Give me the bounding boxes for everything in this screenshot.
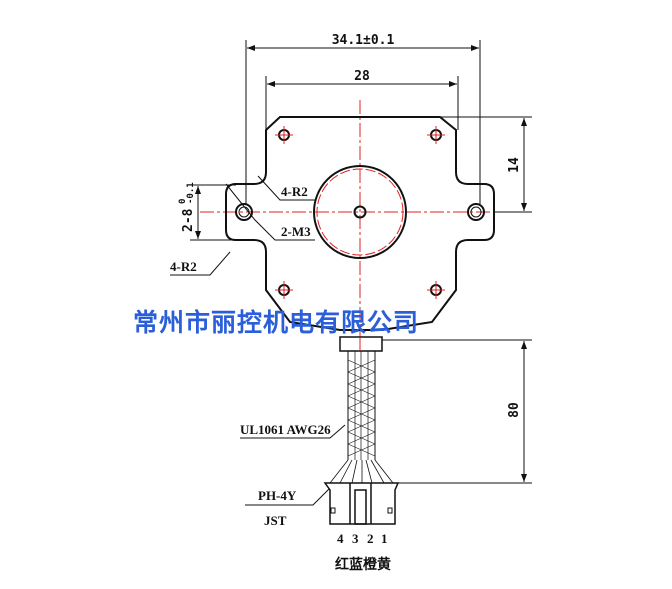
note-radius-bottom: 4-R2 xyxy=(170,259,197,274)
pin-number: 2 xyxy=(367,531,374,546)
pin-number: 4 xyxy=(337,531,344,546)
hole-crosshairs xyxy=(275,126,445,299)
connector-model-label: PH-4Y xyxy=(258,488,297,503)
dim-ear-tol-lower: -0.1 xyxy=(186,182,196,204)
dim-lead-length: 80 xyxy=(507,402,522,418)
connector-ph-4y xyxy=(323,482,400,525)
lead-wires xyxy=(329,336,394,484)
dim-ear-tol-upper: 0 xyxy=(178,199,188,204)
dimension-lines xyxy=(170,40,532,506)
pin-number: 3 xyxy=(352,531,359,546)
dim-ear-width: 2-8 xyxy=(181,208,196,232)
wire-colors-label: 红蓝橙黄 xyxy=(335,556,391,573)
note-radius-top: 4-R2 xyxy=(281,184,308,199)
pin-numbers: 4 3 2 1 xyxy=(337,531,388,546)
dim-overall-width: 34.1±0.1 xyxy=(332,33,395,48)
dim-height-offset: 14 xyxy=(507,157,522,173)
wire-spec-label: UL1061 AWG26 xyxy=(240,422,331,437)
connector-brand-label: JST xyxy=(264,513,287,528)
note-thread: 2-M3 xyxy=(281,224,311,239)
pin-number: 1 xyxy=(381,531,388,546)
central-boss xyxy=(313,165,407,259)
company-watermark: 常州市丽控机电有限公司 xyxy=(133,308,419,337)
dim-hole-spacing: 28 xyxy=(354,69,370,84)
